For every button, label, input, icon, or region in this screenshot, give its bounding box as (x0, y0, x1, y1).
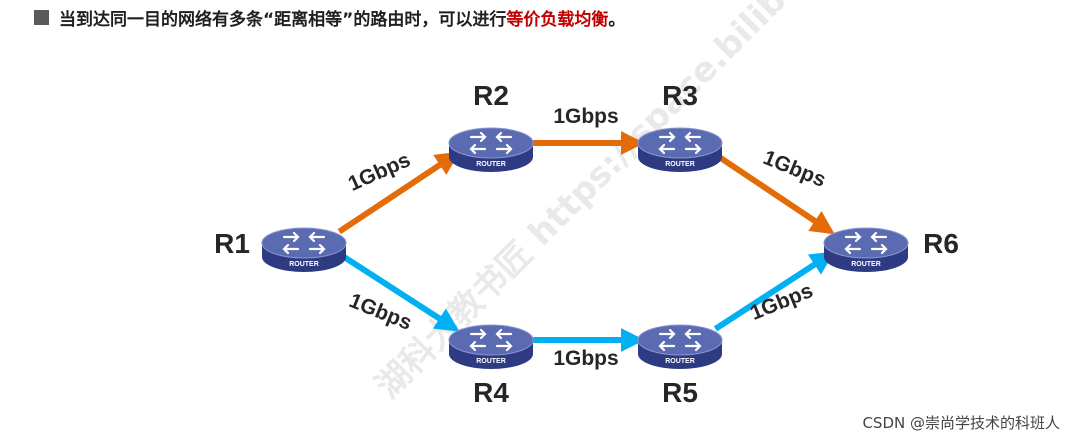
router-top (823, 227, 909, 259)
router-arrows-icon (658, 328, 702, 352)
credit-text: CSDN @崇尚学技术的科班人 (862, 414, 1060, 432)
router-top (637, 127, 723, 159)
router-r5: ROUTER R5 (637, 324, 723, 408)
router-badge: ROUTER (289, 261, 319, 268)
router-r1: ROUTER R1 (214, 227, 347, 272)
headline-highlight: 等价负载均衡 (506, 9, 609, 30)
router-r4: ROUTER R4 (448, 324, 534, 408)
router-top (448, 324, 534, 356)
router-arrows-icon (469, 131, 513, 155)
router-arrows-icon (469, 328, 513, 352)
router-badge: ROUTER (665, 161, 695, 168)
router-label-r6: R6 (923, 228, 959, 259)
router-r6: ROUTER R6 (823, 227, 959, 272)
link-r1-r4 (337, 251, 460, 332)
bandwidth-label-r3-r6: 1Gbps (760, 146, 829, 192)
link-r3-r6 (713, 151, 835, 235)
router-label-r5: R5 (662, 377, 698, 408)
bandwidth-label-r2-r3: 1Gbps (553, 105, 618, 128)
router-badge: ROUTER (665, 358, 695, 365)
router-badge: ROUTER (476, 161, 506, 168)
headline-suffix: 。 (608, 9, 626, 30)
router-arrows-icon (282, 231, 326, 255)
router-top (448, 127, 534, 159)
router-badge: ROUTER (851, 261, 881, 268)
router-top (261, 227, 347, 259)
router-arrows-icon (658, 131, 702, 155)
link-r1-r2 (337, 151, 460, 235)
router-label-r2: R2 (473, 80, 509, 111)
router-badge: ROUTER (476, 358, 506, 365)
router-top (637, 324, 723, 356)
router-r2: ROUTER R2 (448, 80, 534, 172)
headline-text: 当到达同一目的网络有多条“距离相等”的路由时，可以进行 (59, 9, 507, 30)
router-label-r4: R4 (473, 377, 509, 408)
router-label-r3: R3 (662, 80, 698, 111)
bandwidth-label-r4-r5: 1Gbps (553, 347, 618, 370)
router-r3: ROUTER R3 (637, 80, 723, 172)
headline: 当到达同一目的网络有多条“距离相等”的路由时，可以进行等价负载均衡。 (34, 2, 625, 32)
router-label-r1: R1 (214, 228, 250, 259)
square-bullet-icon (34, 9, 49, 25)
router-arrows-icon (844, 231, 888, 255)
link-r5-r6 (713, 251, 835, 332)
